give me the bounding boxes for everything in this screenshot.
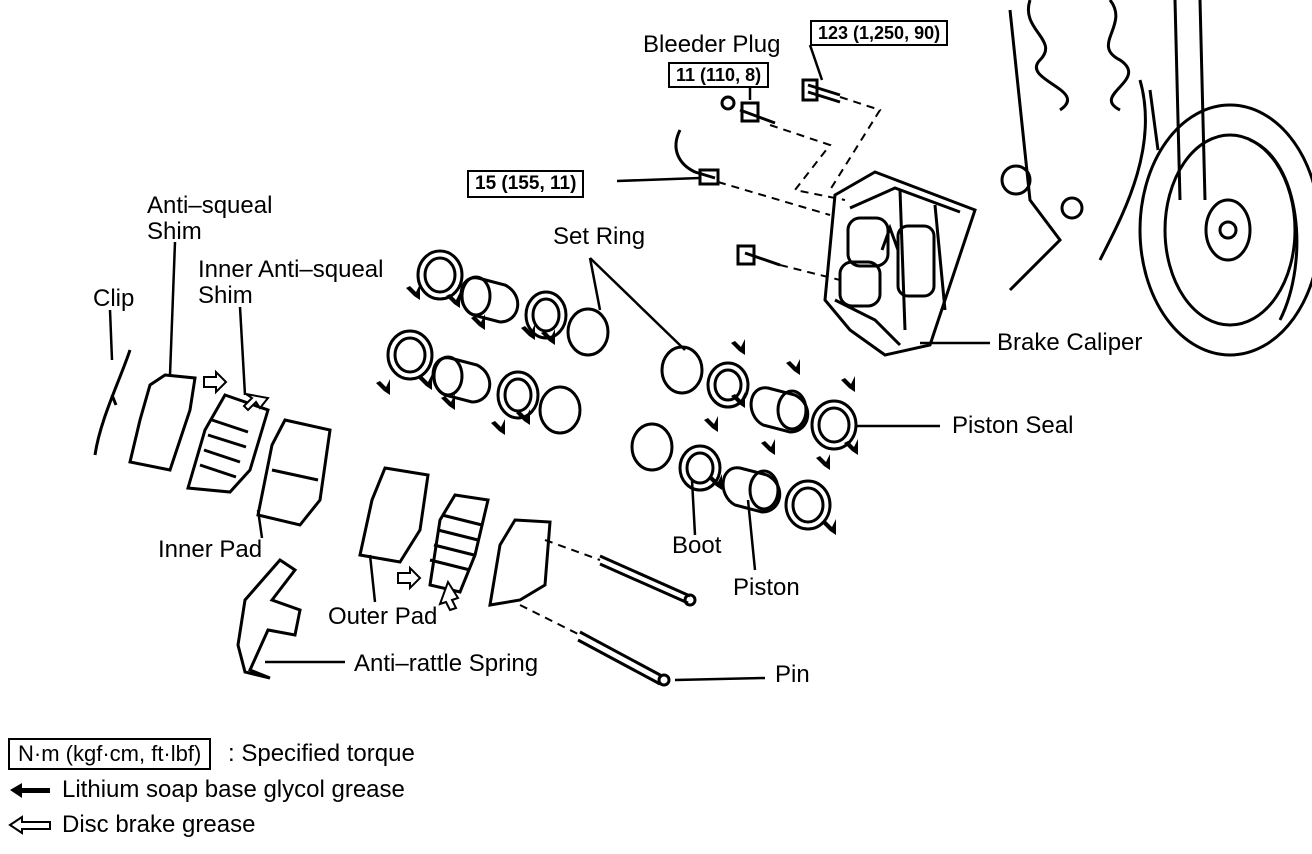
leader-lines [108, 44, 990, 682]
torque-box-caliper-bolt: 123 (1,250, 90) [810, 20, 949, 46]
label-piston-seal: Piston Seal [952, 412, 1074, 439]
legend-torque-box: N·m (kgf·cm, ft·lbf) [8, 738, 212, 770]
legend-lithium-text: Lithium soap base glycol grease [62, 776, 405, 803]
label-inner-anti-squeal-shim-1: Inner Anti–squeal [198, 256, 384, 283]
caliper-fasteners [674, 78, 841, 267]
label-clip: Clip [93, 285, 135, 312]
legend-disc: Disc brake grease [62, 811, 255, 839]
label-inner-pad: Inner Pad [158, 536, 263, 563]
pads-shims [93, 349, 552, 680]
legend-lithium: Lithium soap base glycol grease [62, 776, 405, 804]
label-outer-pad: Outer Pad [328, 603, 438, 630]
seal-rings [386, 249, 858, 531]
torque-box-bleeder-plug: 11 (110, 8) [668, 62, 770, 88]
dashed-guides [519, 96, 882, 636]
legend-symbols [8, 783, 51, 835]
label-boot: Boot [672, 532, 722, 559]
label-anti-rattle-spring: Anti–rattle Spring [354, 650, 539, 677]
legend-torque-text: : Specified torque [228, 740, 415, 767]
label-inner-anti-squeal-shim-2: Shim [198, 282, 253, 309]
label-piston: Piston [733, 574, 800, 601]
label-brake-caliper: Brake Caliper [997, 329, 1143, 356]
label-anti-squeal-shim-2: Shim [147, 218, 202, 245]
brake-caliper-body [823, 170, 977, 357]
torque-box-union-bolt: 15 (155, 11) [467, 170, 585, 198]
legend-torque: N·m (kgf·cm, ft·lbf) : Specified torque [8, 738, 415, 770]
disc-grease-arrows [203, 369, 460, 612]
strut-hub-assembly [1000, 0, 1312, 357]
legend-disc-text: Disc brake grease [62, 811, 256, 838]
pins [577, 554, 697, 687]
label-pin: Pin [775, 661, 810, 688]
pistons [431, 275, 810, 514]
label-bleeder-plug: Bleeder Plug [643, 31, 781, 58]
label-set-ring: Set Ring [553, 223, 646, 250]
label-anti-squeal-shim-1: Anti–squeal [147, 192, 273, 219]
